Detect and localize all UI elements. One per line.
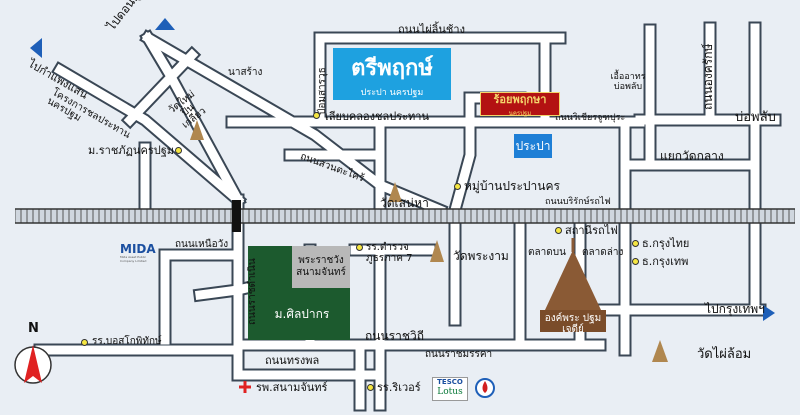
place-rr-tamruat: รร.ตำรวจ ภูธรภาค 7 xyxy=(366,242,413,264)
road-label-pom-sarawut: ป้อมสารวุธ xyxy=(317,67,328,115)
place-rr-riverside: รร.ริเวอร์ xyxy=(377,381,421,394)
tesco-text: TESCO xyxy=(437,378,463,386)
place-hospital: รพ.สนามจันทร์ xyxy=(256,381,328,394)
road-label-ratchawithi: ถนนราชวิถี xyxy=(365,329,425,343)
place-dot xyxy=(555,227,562,234)
prapa-box: ประปา xyxy=(514,134,552,158)
place-bo-phlap: บ่อพลับ xyxy=(735,110,776,125)
north-label: N xyxy=(28,321,39,336)
road-label-na-srang: นาสร้าง xyxy=(228,67,263,78)
wat-sen-ha-chedi-icon xyxy=(388,182,402,202)
road-label-songphon: ถนนทรงพล xyxy=(265,354,320,367)
place-talad-lang: ตลาดล่าง xyxy=(582,247,624,258)
mida-logo-text: MIDA xyxy=(120,242,156,256)
triphruk-subtitle: ประปา นครปฐม xyxy=(360,87,424,98)
roiphruk-subtitle: นครปฐม xyxy=(508,110,532,117)
lotus-text: Lotus xyxy=(437,387,463,397)
place-phra-pathom-chedi: องค์พระ ปฐมเจดีย์ xyxy=(544,313,602,335)
road-fill xyxy=(35,23,780,410)
place-dot xyxy=(313,112,320,119)
road-label-ratchamanka: ถนนราชมรรคา xyxy=(425,349,493,360)
triphruk-project-box: ตรีพฤกษ์ ประปา นครปฐม xyxy=(333,48,451,100)
ptt-station-icon xyxy=(475,378,495,398)
place-dot xyxy=(175,147,182,154)
place-talad-bon: ตลาดบน xyxy=(528,247,566,258)
place-mu-ban-prapa: หมู่บ้านประปานคร xyxy=(464,179,560,193)
place-yaek-wat-klang: แยกวัดกลาง xyxy=(660,149,724,163)
north-arrow-icon xyxy=(14,345,52,384)
place-mor-ratchaphat: ม.ราชภัฏนครปฐม xyxy=(88,144,175,157)
wat-phra-ngam-chedi-icon xyxy=(430,240,444,262)
place-phra-ratchawang: พระราชวัง สนามจันทร์ xyxy=(296,255,346,278)
place-cheuaarthon: เอื้ออาทร บ่อพลับ xyxy=(610,72,646,92)
tesco-lotus-logo: TESCO Lotus xyxy=(432,377,468,401)
place-sathani-rotfai: สถานีรถไฟ xyxy=(565,224,618,237)
place-dot xyxy=(632,258,639,265)
wat-mai-chedi-icon xyxy=(190,120,204,140)
road-label-liab-khlong: เลียบคลองชลประทาน xyxy=(325,110,429,123)
phra-pathom-chedi-icon xyxy=(540,238,606,332)
place-rr-boss: รร.บอสโกพิทักษ์ xyxy=(92,336,162,347)
palace-box xyxy=(292,246,350,288)
roiphruk-project-box: ร้อยพฤกษา นครปฐม xyxy=(480,92,560,117)
place-dot xyxy=(81,339,88,346)
road-label-pai-krungthep: ไปกรุงเทพฯ xyxy=(705,302,765,316)
roiphruk-title: ร้อยพฤกษา xyxy=(493,93,547,106)
mida-logo-sub: Mida Asset Public Company Limited xyxy=(120,255,147,263)
place-wat-sen-ha: วัดเสน่หา xyxy=(380,196,429,210)
railway xyxy=(15,200,795,232)
road-label-wichian: ถนนวิเชียรจูฑปุระ xyxy=(555,113,626,123)
road-label-ongkarak: ถนนองครักษ์ xyxy=(701,43,715,110)
place-bank-krungthai: ธ.กรุงไทย xyxy=(642,237,690,250)
place-dot xyxy=(356,244,363,251)
triphruk-title: ตรีพฤกษ์ xyxy=(351,55,433,81)
place-dot xyxy=(367,384,374,391)
place-dot xyxy=(632,240,639,247)
place-silpakorn: ม.ศิลปากร xyxy=(274,306,330,321)
place-dot xyxy=(454,183,461,190)
wat-phai-lom-chedi-icon xyxy=(652,340,668,362)
road-label-rachadamnoen: ถนนราชดำเนิน xyxy=(247,258,258,325)
road-label-phai-lin-chang: ถนนไผ่ลิ้นช้าง xyxy=(398,23,465,36)
road-label-nuea-wang: ถนนเหนือวัง xyxy=(175,239,229,250)
place-bank-krungthep: ธ.กรุงเทพ xyxy=(642,255,689,268)
road-label-borrirak: ถนนบริรักษ์รถไฟ xyxy=(545,197,611,207)
direction-arrows xyxy=(30,18,775,321)
place-wat-phra-ngam: วัดพระงาม xyxy=(453,249,509,263)
mida-logo: MIDA Mida Asset Public Company Limited xyxy=(120,243,160,263)
hospital-cross-icon xyxy=(239,381,251,393)
place-wat-phai-lom: วัดไผ่ล้อม xyxy=(697,347,752,362)
